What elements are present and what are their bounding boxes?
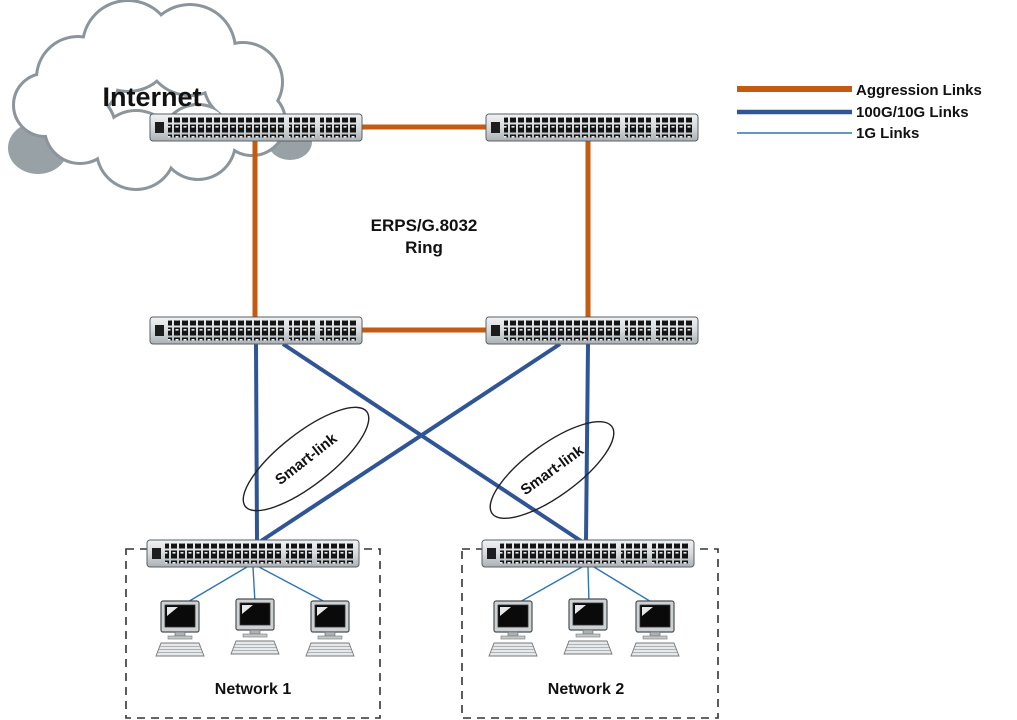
switch-access-network2	[481, 539, 695, 568]
aggression-links	[252, 124, 591, 333]
legend: Aggression Links 100G/10G Links 1G Links	[737, 82, 982, 142]
smart-link-left-group: Smart-link	[242, 406, 370, 512]
legend-label-100g-10g: 100G/10G Links	[856, 104, 969, 121]
switch-ring-bottom-left	[149, 316, 363, 345]
network2-label: Network 2	[548, 681, 625, 698]
switch-access-network1	[146, 539, 360, 568]
link-access2-pc3	[593, 566, 654, 604]
link-access1-pc1	[185, 566, 248, 604]
network1-label: Network 1	[215, 681, 292, 698]
pc-network1-3	[305, 600, 355, 657]
switch-ring-top-right	[485, 113, 699, 142]
switch-ring-top-left	[149, 113, 363, 142]
smart-link-left-ellipse	[242, 406, 370, 512]
pc-network1-1	[155, 600, 205, 657]
link-access1-pc3	[258, 566, 328, 604]
ring-label-line1: ERPS/G.8032	[371, 216, 478, 235]
ring-label-line2: Ring	[405, 238, 443, 257]
link-access2-pc2	[587, 566, 590, 604]
pc-network2-1	[488, 600, 538, 657]
pc-network2-3	[630, 600, 680, 657]
link-midright-to-access1	[259, 342, 562, 543]
link-midleft-to-access1	[254, 343, 259, 542]
smart-link-right-ellipse	[489, 420, 615, 520]
legend-label-1g: 1G Links	[856, 125, 919, 142]
link-access2-pc1	[517, 566, 583, 604]
link-midleft-to-access2	[281, 342, 583, 543]
legend-label-aggression: Aggression Links	[856, 82, 982, 99]
link-access1-pc2	[252, 566, 256, 604]
pc-network1-2	[230, 598, 280, 655]
high-speed-links	[254, 342, 590, 543]
smart-link-right-group: Smart-link	[489, 420, 615, 520]
pc-network2-2	[563, 598, 613, 655]
internet-cloud: Internet	[8, 0, 312, 191]
one-g-links	[185, 566, 654, 604]
smart-link-right-label: Smart-link	[518, 442, 588, 499]
internet-label: Internet	[102, 82, 201, 112]
switch-ring-bottom-right	[485, 316, 699, 345]
smart-link-left-label: Smart-link	[272, 430, 341, 489]
link-midright-to-access2	[584, 343, 590, 542]
